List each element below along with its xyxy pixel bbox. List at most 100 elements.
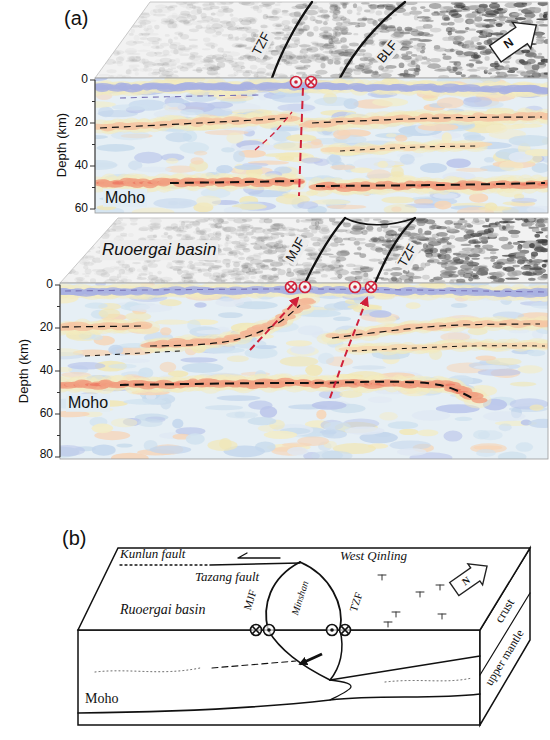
terrain-shade xyxy=(377,227,382,232)
terrain-shade xyxy=(230,13,234,16)
terrain-shade xyxy=(217,47,224,52)
terrain-shade xyxy=(217,62,225,68)
amplitude-patch xyxy=(478,206,511,211)
terrain-shade xyxy=(112,31,126,36)
terrain-shade xyxy=(129,33,134,36)
amplitude-patch xyxy=(226,132,243,143)
terrain-shade xyxy=(92,44,101,48)
terrain-shade xyxy=(100,24,112,26)
terrain-shade xyxy=(270,16,283,18)
terrain-shade xyxy=(156,62,169,65)
terrain-shade xyxy=(271,10,279,15)
terrain-shade xyxy=(406,51,413,54)
terrain-shade xyxy=(204,42,215,46)
terrain-shade xyxy=(99,26,104,29)
terrain-shade xyxy=(323,31,328,34)
terrain-shade xyxy=(180,11,190,16)
terrain-shade xyxy=(304,65,311,68)
terrain-shade xyxy=(456,30,468,33)
terrain-shade xyxy=(161,71,174,76)
terrain-shade xyxy=(361,2,370,5)
terrain-shade xyxy=(329,41,335,44)
terrain-shade xyxy=(409,10,422,14)
terrain-shade xyxy=(175,58,180,63)
terrain-shade xyxy=(279,75,289,78)
terrain-shade xyxy=(333,31,337,37)
terrain-shade xyxy=(143,28,148,32)
terrain-shade xyxy=(300,49,308,54)
terrain-shade xyxy=(467,19,475,24)
terrain-shade xyxy=(329,49,333,54)
amplitude-patch xyxy=(301,158,323,164)
amplitude-patch xyxy=(136,167,171,172)
terrain-shade xyxy=(357,6,363,12)
amplitude-patch xyxy=(434,201,451,210)
terrain-shade xyxy=(434,69,447,72)
symbol-dot xyxy=(294,80,298,84)
terrain-shade xyxy=(511,13,522,16)
amplitude-patch xyxy=(297,201,318,209)
terrain-shade xyxy=(106,36,111,41)
amplitude-patch xyxy=(330,165,355,170)
terrain-shade xyxy=(173,70,178,72)
dipping-reflector xyxy=(255,112,292,150)
terrain-shade xyxy=(117,74,123,76)
into-page-symbol xyxy=(306,77,317,88)
terrain-shade xyxy=(421,46,425,51)
terrain-shade xyxy=(256,72,266,74)
north-arrow-shape xyxy=(486,12,545,67)
terrain-shade xyxy=(275,3,281,6)
terrain-shade xyxy=(408,68,420,71)
terrain-shade xyxy=(539,24,549,26)
terrain-shade xyxy=(265,3,272,9)
terrain-shade xyxy=(74,232,83,237)
terrain-shade xyxy=(356,12,360,15)
terrain-shade xyxy=(120,30,125,36)
terrain-shade xyxy=(405,28,419,32)
terrain-shade xyxy=(427,63,441,69)
terrain-shade xyxy=(95,27,103,31)
terrain-shade xyxy=(242,33,247,37)
terrain-shade xyxy=(368,39,375,42)
terrain-shade xyxy=(106,12,113,17)
terrain-shade xyxy=(318,7,324,13)
terrain-shade xyxy=(108,7,122,12)
terrain-shade xyxy=(497,8,503,11)
terrain-shade xyxy=(100,46,112,50)
terrain-shade xyxy=(179,53,189,55)
amplitude-patch xyxy=(207,102,233,109)
amplitude-patch xyxy=(76,101,116,107)
terrain-shade xyxy=(509,67,519,71)
terrain-shade xyxy=(184,49,190,52)
image-ground xyxy=(95,78,548,213)
terrain-shade xyxy=(341,45,350,48)
terrain-shade xyxy=(245,29,259,34)
fault-line xyxy=(299,88,303,196)
terrain-shade xyxy=(451,13,462,18)
terrain-shade xyxy=(191,15,197,20)
reflector-line xyxy=(100,118,292,128)
terrain-shade xyxy=(357,22,365,27)
terrain-shade xyxy=(77,229,87,234)
terrain-shade xyxy=(329,10,340,14)
terrain-shade xyxy=(387,25,395,28)
terrain-shade xyxy=(468,69,477,72)
amplitude-patch xyxy=(194,151,207,156)
terrain-shade xyxy=(101,12,108,16)
terrain-shade xyxy=(188,39,198,41)
amplitude-patch xyxy=(400,154,415,165)
terrain-shade xyxy=(105,38,116,43)
terrain-shade xyxy=(96,11,108,16)
terrain-shade xyxy=(133,41,144,44)
terrain-shade xyxy=(442,54,446,56)
terrain-shade xyxy=(195,25,202,29)
terrain-shade xyxy=(157,38,162,42)
terrain-shade xyxy=(336,7,342,10)
terrain-shade xyxy=(334,26,347,31)
terrain-shade xyxy=(353,3,357,8)
terrain-shade xyxy=(476,67,488,70)
terrain-shade xyxy=(485,70,496,72)
terrain-shade xyxy=(375,10,382,15)
terrain-shade xyxy=(140,37,148,40)
